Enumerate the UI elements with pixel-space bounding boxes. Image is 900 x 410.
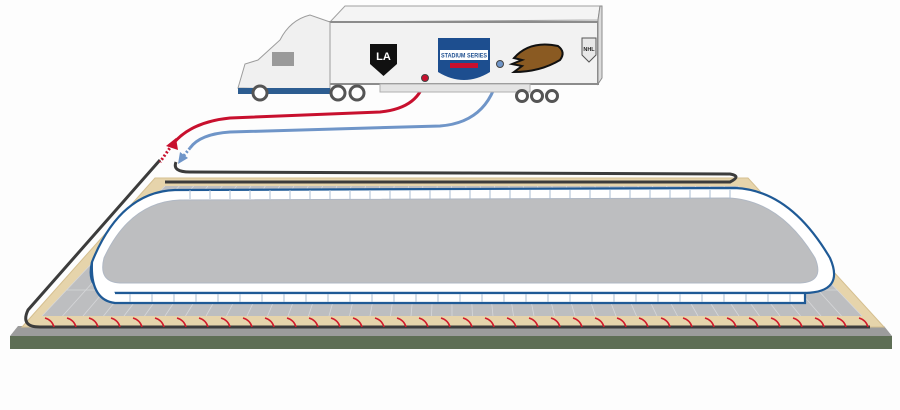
pipe-loop xyxy=(220,317,231,328)
ducks-logo xyxy=(508,43,564,74)
pipe-loop xyxy=(506,317,517,328)
pipe-loop xyxy=(682,317,693,328)
stadium-series-logo-text: STADIUM SERIES xyxy=(441,53,488,60)
nhl-logo-text: NHL xyxy=(583,47,595,53)
arrow-down-icon xyxy=(178,152,188,164)
arrow-up-icon xyxy=(166,138,178,150)
pipe-loop xyxy=(88,317,99,328)
pipe-loop xyxy=(660,317,671,328)
pipe-loop xyxy=(858,317,869,328)
pipe-loop xyxy=(550,317,561,328)
base-slab xyxy=(10,326,892,349)
pipe-loop xyxy=(198,317,209,328)
pipe-loop xyxy=(638,317,649,328)
refrigeration-truck: LA STADIUM SERIES NHL xyxy=(237,5,603,103)
stadium-series-logo: STADIUM SERIES xyxy=(438,38,490,80)
pipe-loop xyxy=(440,317,451,328)
coolant-pipe-return xyxy=(165,161,738,184)
pipe-loop xyxy=(66,317,77,328)
pipe-loop xyxy=(704,317,715,328)
pipe-loop xyxy=(726,317,737,328)
return-valve xyxy=(496,60,504,68)
kings-logo: LA xyxy=(370,44,397,76)
pipe-loop xyxy=(264,317,275,328)
supply-valve xyxy=(421,74,429,82)
pipe-loop xyxy=(176,317,187,328)
coolant-pipe xyxy=(24,159,870,329)
nhl-shield-icon: NHL xyxy=(581,37,597,63)
pipe-loop xyxy=(484,317,495,328)
pipe-loop xyxy=(462,317,473,328)
pipe-loop xyxy=(110,317,121,328)
pipe-loop xyxy=(396,317,407,328)
pipe-loop xyxy=(352,317,363,328)
pipe-loop xyxy=(594,317,605,328)
pipe-loop xyxy=(286,317,297,328)
pipe-loop xyxy=(242,317,253,328)
pipe-loop xyxy=(572,317,583,328)
pipe-loop xyxy=(330,317,341,328)
pipe-loop xyxy=(308,317,319,328)
pipe-loops xyxy=(44,317,869,328)
supply-hose xyxy=(158,77,427,163)
pipe-loop xyxy=(528,317,539,328)
pipe-loop xyxy=(154,317,165,328)
kings-logo-text: LA xyxy=(376,51,391,63)
pipe-loop xyxy=(770,317,781,328)
pipe-loop xyxy=(44,317,55,328)
pipe-loop xyxy=(616,317,627,328)
pipe-loop xyxy=(374,317,385,328)
pipe-loop xyxy=(748,317,759,328)
pipe-loop xyxy=(418,317,429,328)
pipe-loop xyxy=(792,317,803,328)
rink-boards xyxy=(89,186,836,305)
pipe-loop xyxy=(132,317,143,328)
pipe-loop xyxy=(836,317,847,328)
pipe-loop xyxy=(814,317,825,328)
